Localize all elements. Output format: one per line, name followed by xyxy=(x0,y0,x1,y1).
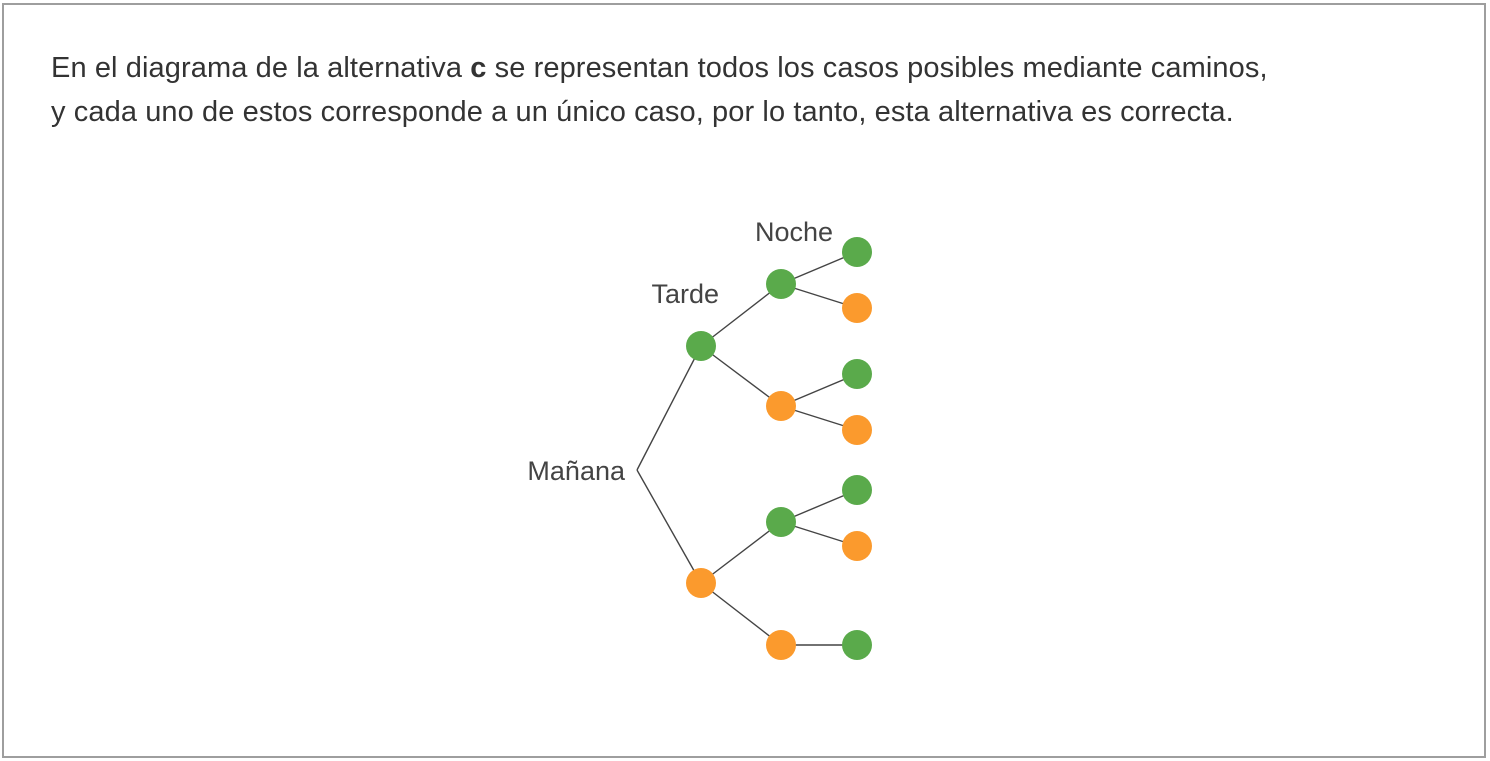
edge-root-1 xyxy=(636,469,702,584)
edge-0-1 xyxy=(700,345,782,407)
tree-nodes xyxy=(686,237,872,660)
explanation-line-1-end: se representan todos los casos posibles … xyxy=(486,52,1268,84)
label-tarde: Tarde xyxy=(651,279,719,309)
content-frame xyxy=(2,3,1486,758)
explanation-text: En el diagrama de la alternativa c se re… xyxy=(51,46,1451,134)
explanation-line-1: En el diagrama de la alternativa c se re… xyxy=(51,46,1451,90)
node-tarde-orange xyxy=(766,630,796,660)
edge-1-1 xyxy=(700,582,782,646)
node-tarde-green xyxy=(766,269,796,299)
edge-root-0 xyxy=(636,345,702,471)
explanation-line-1-start: En el diagrama de la alternativa xyxy=(51,52,471,84)
node-noche-green xyxy=(842,630,872,660)
node-noche-green xyxy=(842,359,872,389)
node-tarde-green xyxy=(766,507,796,537)
node-manana-orange xyxy=(686,568,716,598)
node-tarde-orange xyxy=(766,391,796,421)
node-noche-orange xyxy=(842,531,872,561)
node-noche-orange xyxy=(842,293,872,323)
node-noche-orange xyxy=(842,415,872,445)
tree-edges xyxy=(636,251,858,646)
node-noche-green xyxy=(842,475,872,505)
edge-0-0 xyxy=(700,283,782,347)
explanation-line-2: y cada uno de estos corresponde a un úni… xyxy=(51,96,1234,128)
node-manana-green xyxy=(686,331,716,361)
node-noche-green xyxy=(842,237,872,267)
label-manana: Mañana xyxy=(527,456,626,486)
alternative-letter: c xyxy=(470,52,487,84)
edge-1-0 xyxy=(700,521,782,584)
label-noche: Noche xyxy=(755,217,833,247)
